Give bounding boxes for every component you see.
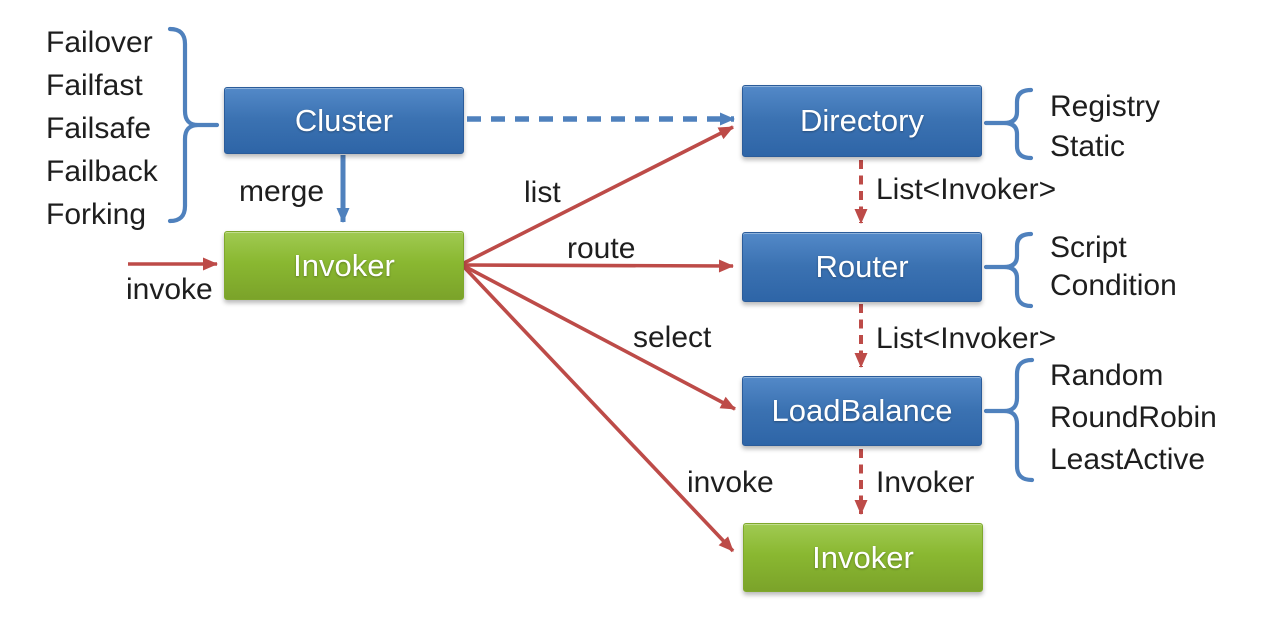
impl-item: Static <box>1050 130 1126 163</box>
edge-label-select: select <box>633 321 712 354</box>
node-directory: Directory <box>742 85 982 157</box>
edge-label-merge: merge <box>239 175 325 208</box>
node-loadbalance-label: LoadBalance <box>771 393 953 428</box>
loadbalance-impls-brace <box>983 357 1035 483</box>
edge-label-invoke-out: invoke <box>687 466 774 499</box>
node-cluster-label: Cluster <box>294 102 394 138</box>
edge-label-list: list <box>524 176 561 209</box>
edge-label-list-invoker-1: List<Invoker> <box>876 173 1057 206</box>
router-impls-brace <box>983 231 1034 309</box>
impl-item: Failback <box>46 155 158 188</box>
impl-item: Script <box>1050 231 1127 264</box>
node-invoker-result-label: Invoker <box>812 539 914 575</box>
node-invoker-main: Invoker <box>224 231 464 300</box>
select-arrow <box>463 264 736 411</box>
node-loadbalance: LoadBalance <box>742 376 982 446</box>
node-router-label: Router <box>815 249 909 284</box>
node-cluster: Cluster <box>224 87 464 154</box>
impl-item: Condition <box>1050 269 1177 302</box>
router-impl-list: Script Condition <box>1050 229 1177 305</box>
impl-item: RoundRobin <box>1050 401 1217 434</box>
list-arrow <box>463 125 734 265</box>
impl-item: LeastActive <box>1050 443 1206 476</box>
node-invoker-result: Invoker <box>743 523 983 592</box>
loadbalance-impl-list: Random RoundRobin LeastActive <box>1050 355 1217 481</box>
edge-label-invoke-in: invoke <box>126 273 213 306</box>
impl-item: Failover <box>46 26 153 59</box>
edge-label-route: route <box>567 232 636 265</box>
cluster-impl-list: Failover Failfast Failsafe Failback Fork… <box>46 21 158 236</box>
cluster-impls-brace <box>167 26 220 224</box>
invoke-out-arrow <box>462 265 735 553</box>
node-router: Router <box>742 232 982 302</box>
edge-label-list-invoker-2: List<Invoker> <box>876 322 1057 355</box>
node-directory-label: Directory <box>799 103 924 138</box>
impl-item: Forking <box>46 198 147 231</box>
directory-impls-brace <box>983 87 1034 161</box>
impl-item: Registry <box>1050 90 1161 123</box>
edge-label-invoker-result: Invoker <box>876 466 975 499</box>
impl-item: Random <box>1050 359 1164 392</box>
route-arrow <box>463 259 734 273</box>
impl-item: Failsafe <box>46 112 152 145</box>
impl-item: Failfast <box>46 69 143 102</box>
node-invoker-main-label: Invoker <box>293 247 395 283</box>
directory-impl-list: Registry Static <box>1050 87 1160 167</box>
